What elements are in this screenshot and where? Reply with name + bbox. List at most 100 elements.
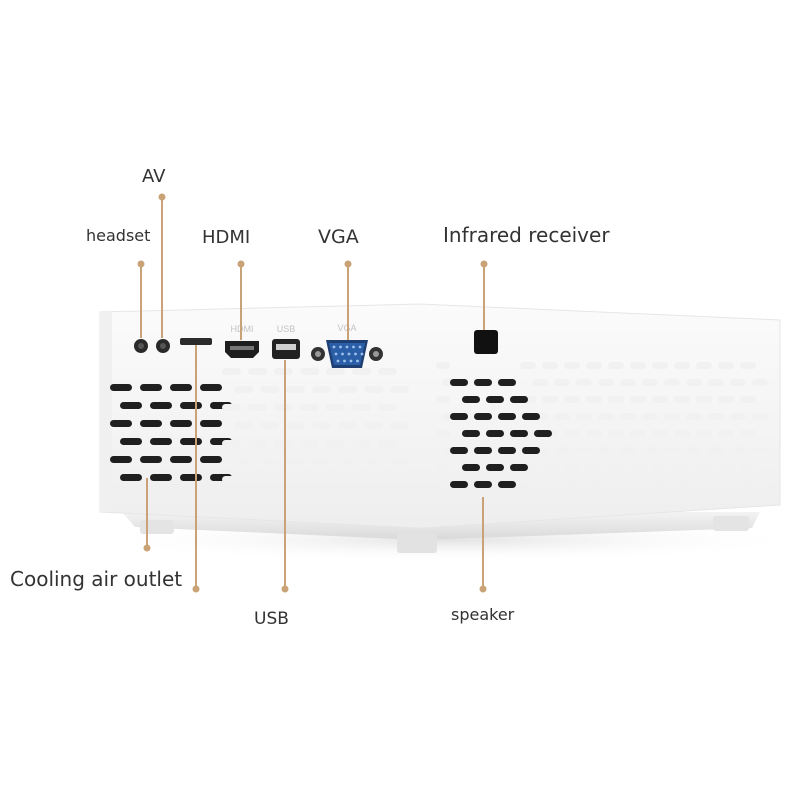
speaker-slot [450,379,468,386]
vent-slot [598,481,614,488]
vent-slot [686,413,702,420]
foot-left [140,520,174,534]
speaker-slot [462,430,480,437]
vent-slot [286,458,305,465]
label-hdmi: HDMI [202,227,251,248]
vga-pin [360,352,364,356]
vent-slot [180,402,202,409]
vent-slot [234,458,253,465]
vent-slot [664,447,680,454]
vga-pin [341,352,344,356]
vent-slot [642,413,658,420]
vent-slot [352,368,371,375]
vent-slot [642,379,658,386]
vent-slot [110,456,132,463]
vent-slot [576,413,592,420]
vent-slot [326,404,345,411]
vent-slot [378,368,397,375]
vent-slot [274,440,293,447]
vent-slot [554,481,570,488]
vent-slot [554,447,570,454]
vga-pin [332,345,336,349]
vent-slot [222,476,241,483]
vent-slot [300,368,319,375]
vent-slot [140,420,162,427]
vent-slot [364,422,383,429]
speaker-slot [510,464,528,471]
label-speaker: speaker [451,605,515,624]
vent-slot [274,476,293,483]
speaker-slot [474,413,492,420]
label-infrared-receiver: Infrared receiver [443,223,610,247]
sd-card-slot [180,338,212,345]
vent-slot [696,396,712,403]
label-vga: VGA [318,226,359,248]
vent-slot [140,384,162,391]
callout-dot-vga [344,260,352,268]
vent-slot [180,438,202,445]
vent-slot [708,379,724,386]
vga-pin [343,359,346,363]
vent-slot [274,404,293,411]
vent-slot [608,464,624,471]
vent-slot [554,413,570,420]
vent-slot [730,447,746,454]
vent-slot [620,379,636,386]
vent-slot [120,474,142,481]
vent-slot [260,422,279,429]
vent-slot [586,464,602,471]
vent-slot [390,386,409,393]
vent-slot [608,430,624,437]
vent-slot [740,464,756,471]
vent-slot [564,430,580,437]
speaker-slot [498,447,516,454]
vent-slot [364,386,383,393]
speaker-slot [450,447,468,454]
callout-dot-sd [192,585,200,593]
vent-slot [730,481,746,488]
vent-slot [598,447,614,454]
body-vent-middle [222,368,409,483]
speaker-slot [486,430,504,437]
vent-slot [598,379,614,386]
vent-slot [642,481,658,488]
vent-slot [286,386,305,393]
vent-slot [664,481,680,488]
vga-pin [339,345,342,349]
vent-slot [200,456,222,463]
vent-slot [620,481,636,488]
vent-slot [260,386,279,393]
vent-slot [652,430,668,437]
vent-slot [630,362,646,369]
vent-slot [586,362,602,369]
vent-slot [364,458,383,465]
speaker-slot [510,396,528,403]
vent-slot [378,440,397,447]
vent-slot [436,362,450,369]
vent-slot [222,368,241,375]
speaker-slot [486,464,504,471]
vent-slot [326,368,345,375]
speaker-slot [498,379,516,386]
vga-pin [349,359,353,363]
vga-pin [356,359,359,363]
vent-slot [740,396,756,403]
speaker-slot [510,430,528,437]
vent-slot [696,464,712,471]
vent-slot [312,422,331,429]
body-edge-shade [100,312,112,512]
vent-slot [542,362,558,369]
vent-slot [652,396,668,403]
vent-slot [686,481,702,488]
vent-slot [234,422,253,429]
vga-pin [336,359,340,363]
vga-pin [345,345,349,349]
foot-middle [397,533,437,553]
vent-slot [576,447,592,454]
vent-slot [390,422,409,429]
label-headset: headset [86,226,151,245]
vent-slot [120,402,142,409]
vent-slot [564,362,580,369]
vent-slot [674,464,690,471]
